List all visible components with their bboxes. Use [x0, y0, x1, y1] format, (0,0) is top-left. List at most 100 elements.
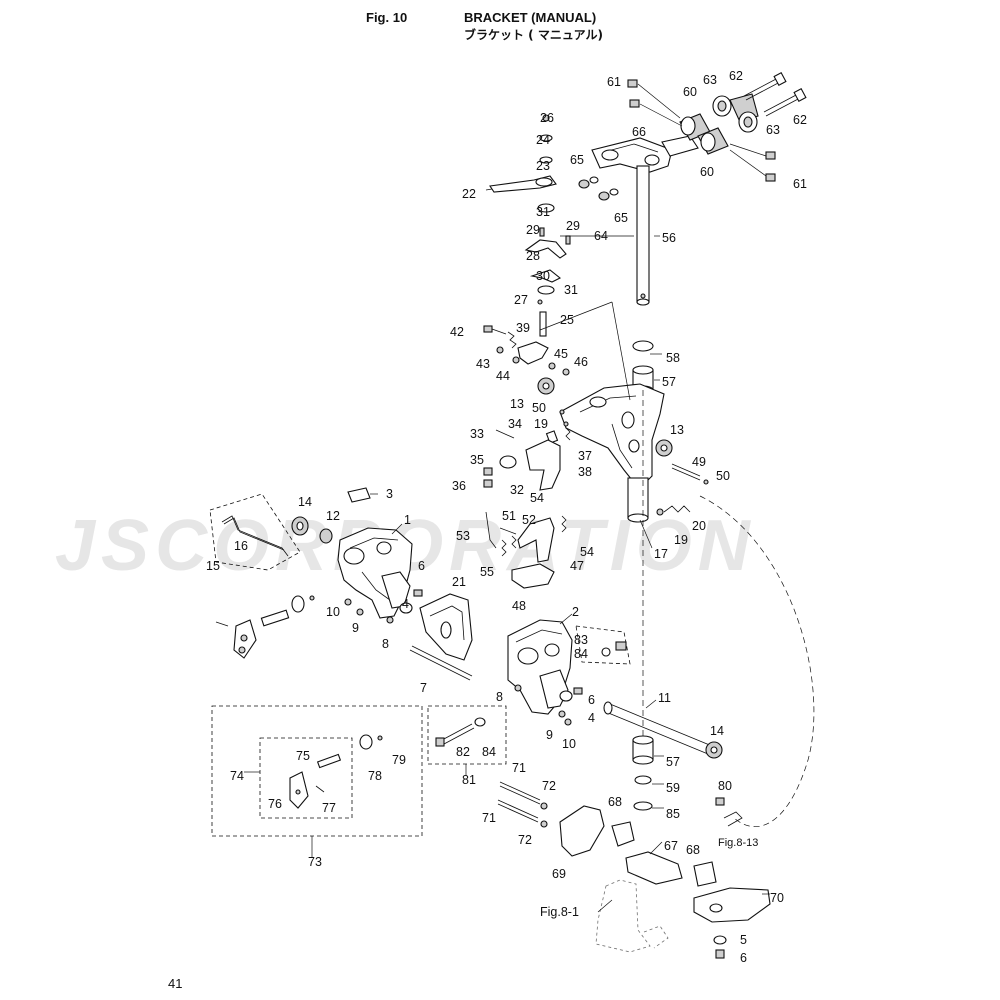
callout-c72a: 72 — [542, 779, 556, 793]
callout-c2: 2 — [572, 605, 579, 619]
callout-c79: 79 — [392, 753, 406, 767]
spring-20 — [663, 505, 691, 513]
callout-c71a: 71 — [512, 761, 526, 775]
callout-c47: 47 — [570, 559, 584, 573]
lever-39-group — [483, 325, 570, 376]
steering-bracket-top — [591, 135, 699, 173]
bolt-82-washer-84 — [435, 717, 486, 747]
pin-49 — [671, 463, 701, 477]
callout-c6a: 6 — [418, 559, 425, 573]
callout-c13a: 13 — [510, 397, 524, 411]
bushing-14-12 — [291, 516, 333, 544]
swivel-bracket — [559, 383, 665, 523]
washer-85 — [633, 801, 653, 811]
callout-c62a: 62 — [729, 69, 743, 83]
tilt-lever-74-parts — [289, 734, 383, 809]
callout-c56: 56 — [662, 231, 676, 245]
callout-c66: 66 — [632, 125, 646, 139]
callout-c67: 67 — [664, 839, 678, 853]
washer-58 — [632, 340, 654, 352]
callout-c54b: 54 — [580, 545, 594, 559]
callout-c3: 3 — [386, 487, 393, 501]
callout-c26: 26 — [540, 111, 554, 125]
callout-c68b: 68 — [686, 843, 700, 857]
callout-c84b: 84 — [482, 745, 496, 759]
callout-c29a: 29 — [526, 223, 540, 237]
callout-c16: 16 — [234, 539, 248, 553]
callout-c17: 17 — [654, 547, 668, 561]
callout-c11: 11 — [658, 691, 671, 705]
dashed-box-83-84 — [575, 625, 631, 665]
callout-c57a: 57 — [662, 375, 676, 389]
callout-c22: 22 — [462, 187, 476, 201]
bolts-71-nuts-72 — [497, 781, 548, 828]
callout-c50a: 50 — [532, 401, 546, 415]
callout-c39: 39 — [516, 321, 530, 335]
callout-c78: 78 — [368, 769, 382, 783]
callout-c27: 27 — [514, 293, 528, 307]
callout-c38: 38 — [578, 465, 592, 479]
callout-c35: 35 — [470, 453, 484, 467]
callout-c50b: 50 — [716, 469, 730, 483]
callout-c65a: 65 — [570, 153, 584, 167]
callout-c57b: 57 — [666, 755, 680, 769]
callout-c8b: 8 — [496, 690, 503, 704]
callout-c5: 5 — [740, 933, 747, 947]
callout-c20: 20 — [692, 519, 706, 533]
callout-c72b: 72 — [518, 833, 532, 847]
reverse-lock-group — [485, 511, 567, 589]
callout-c74: 74 — [230, 769, 244, 783]
tilt-tube-11 — [603, 701, 723, 759]
figure-label: Fig. 10 — [366, 10, 408, 25]
screws-61 — [627, 79, 776, 182]
dashed-box-15 — [209, 493, 301, 571]
clamp-bracket-port — [337, 527, 413, 619]
callout-c14b: 14 — [710, 724, 724, 738]
callout-c54a: 54 — [530, 491, 544, 505]
lower-unit-reference — [595, 879, 669, 953]
mount-bolts — [743, 71, 807, 117]
callout-c23: 23 — [536, 159, 550, 173]
callout-c9a: 9 — [352, 621, 359, 635]
rubber-mount-upper — [679, 93, 759, 155]
callout-c12: 12 — [326, 509, 340, 523]
callout-c6c: 6 — [740, 951, 747, 965]
callout-c46: 46 — [574, 355, 588, 369]
figure-title: BRACKET (MANUAL) — [464, 10, 597, 25]
callout-c73: 73 — [308, 855, 322, 869]
figure-title-japanese: ブラケット ( マニュアル) — [464, 28, 603, 42]
callout-c48: 48 — [512, 599, 526, 613]
dashed-box-74 — [259, 737, 353, 819]
callout-c10a: 10 — [326, 605, 340, 619]
callout-c33: 33 — [470, 427, 484, 441]
callout-c63b: 63 — [766, 123, 780, 137]
callout-c15: 15 — [206, 559, 220, 573]
callout-c65b: 65 — [614, 211, 628, 225]
callout-c30: 30 — [536, 269, 550, 283]
label-plate-3 — [347, 487, 371, 503]
callout-c9b: 9 — [546, 728, 553, 742]
callout-c85: 85 — [666, 807, 680, 821]
callout-c49: 49 — [692, 455, 706, 469]
callout-c6b: 6 — [588, 693, 595, 707]
page-number: 41 — [168, 976, 183, 991]
callout-c52: 52 — [522, 513, 536, 527]
callout-c42: 42 — [450, 325, 464, 339]
callout-c29b: 29 — [566, 219, 580, 233]
tilt-stopper-group — [483, 409, 571, 491]
clamp-bracket-starboard — [507, 619, 573, 715]
callout-c36: 36 — [452, 479, 466, 493]
callout-c21: 21 — [452, 575, 466, 589]
callout-c24: 24 — [536, 133, 550, 147]
callout-c75: 75 — [296, 749, 310, 763]
callout-c60a: 60 — [683, 85, 697, 99]
clamp-screw-parts — [215, 595, 315, 659]
tilt-lock-parts — [489, 114, 571, 337]
callout-c59: 59 — [666, 781, 680, 795]
nuts-65 — [578, 176, 619, 201]
tilt-plate-21 — [419, 593, 473, 661]
callout-c25: 25 — [560, 313, 574, 327]
callout-c31a: 31 — [536, 205, 550, 219]
